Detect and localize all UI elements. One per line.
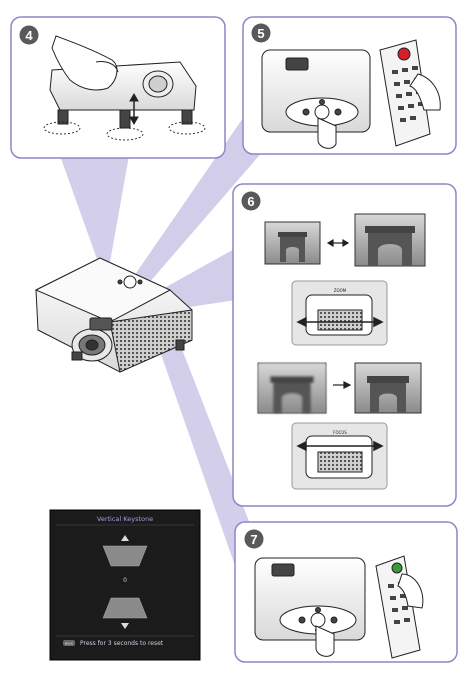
- beam-step-7: [156, 334, 268, 580]
- step-4-panel: 4: [10, 16, 226, 159]
- step-5-remote: [379, 39, 441, 147]
- step-5-finger: [317, 117, 337, 149]
- focus-sharp-image: [354, 362, 422, 414]
- step-7-projector-top: [254, 557, 366, 641]
- projector-main: [34, 257, 193, 373]
- step-4-rotate-arrows: [43, 121, 206, 141]
- focus-blurry-image: [257, 362, 327, 414]
- step-7-number: 7: [250, 532, 257, 547]
- beam-step-5: [134, 118, 264, 284]
- zoom-ring-label: ZOOM: [334, 288, 347, 293]
- step-7-panel: 7: [234, 521, 458, 663]
- step-6-badge: 6: [241, 191, 261, 211]
- keystone-bottom-wide-shape: [102, 597, 148, 619]
- focus-ring-diagram: FOCUS: [291, 422, 388, 490]
- focus-ring-arrow: [296, 440, 384, 452]
- step-7-badge: 7: [244, 529, 264, 549]
- step-4-badge: 4: [19, 25, 39, 45]
- step-7-remote: [375, 555, 424, 659]
- focus-arrow: [333, 381, 352, 389]
- step-5-badge: 5: [251, 23, 271, 43]
- keystone-osd-menu: Vertical Keystone 0 BACK Press for 3 sec…: [49, 509, 201, 661]
- step-5-panel: 5: [242, 16, 457, 155]
- zoom-ring-arrow: [296, 316, 384, 328]
- zoom-large-image: [354, 213, 426, 267]
- step-7-finger: [315, 625, 335, 657]
- zoom-ring-diagram: ZOOM: [291, 280, 388, 346]
- step-6-number: 6: [247, 194, 254, 209]
- step-4-illustration: [49, 35, 197, 129]
- keystone-top-wide-shape: [102, 545, 148, 567]
- step-6-panel: 6 ZOOM: [232, 183, 457, 507]
- step-4-number: 4: [25, 28, 33, 43]
- osd-title: Vertical Keystone: [97, 515, 153, 523]
- zoom-small-image: [264, 221, 321, 265]
- osd-back-button-label: BACK: [65, 642, 74, 646]
- step-5-number: 5: [257, 26, 264, 41]
- osd-footer-text: Press for 3 seconds to reset: [80, 640, 164, 647]
- focus-ring-label: FOCUS: [333, 430, 347, 435]
- step-5-projector-top: [261, 49, 371, 133]
- keystone-down-arrow: [121, 623, 129, 629]
- keystone-up-arrow: [121, 535, 129, 541]
- keystone-value: 0: [123, 577, 127, 584]
- beam-step-4: [58, 150, 130, 262]
- zoom-double-arrow: [326, 238, 350, 248]
